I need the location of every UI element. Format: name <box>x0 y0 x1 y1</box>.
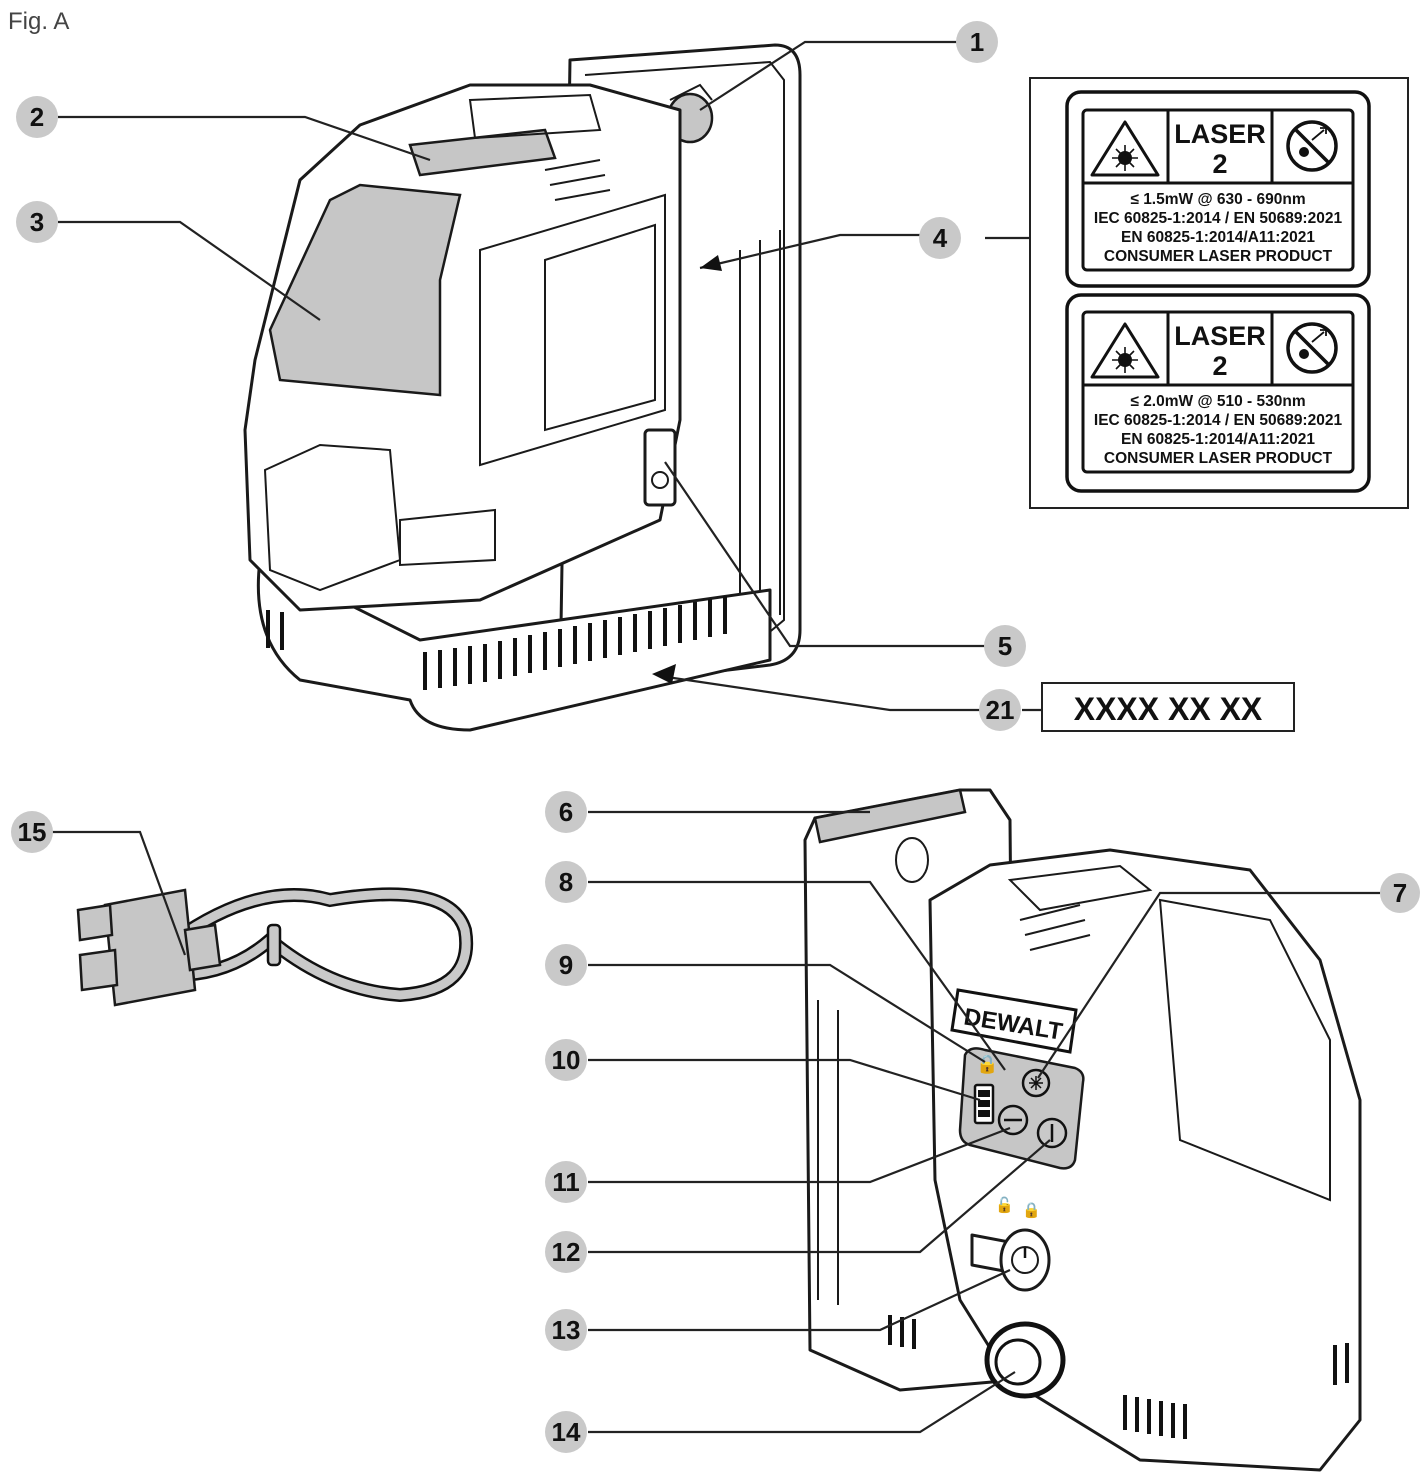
label-2-class-line2: 2 <box>1212 351 1227 381</box>
svg-text:21: 21 <box>986 695 1015 725</box>
callout-6: 6 <box>545 791 587 833</box>
callout-3: 3 <box>16 201 58 243</box>
svg-text:9: 9 <box>559 950 573 980</box>
callout-11: 11 <box>545 1161 587 1203</box>
magnet-top <box>813 788 967 844</box>
laser-unit-front-view <box>243 43 802 732</box>
callout-markers: 1 2 3 4 5 6 7 8 9 10 11 12 13 14 15 21 <box>11 21 1420 1453</box>
svg-text:6: 6 <box>559 797 573 827</box>
callout-1: 1 <box>956 21 998 63</box>
lock-icon: 🔒 <box>1022 1202 1041 1219</box>
label-1-power: ≤ 1.5mW @ 630 - 690nm <box>1130 191 1305 208</box>
warning-label-2: LASER 2 ≤ 2.0mW @ 510 - 530nm IEC 60825-… <box>1065 293 1371 493</box>
svg-text:10: 10 <box>552 1045 581 1075</box>
callout-5: 5 <box>984 625 1026 667</box>
laser-unit-rear-view: DEWALT 🔒 🔓 🔒 <box>803 788 1362 1472</box>
warning-label-panel: LASER 2 ≤ 1.5mW @ 630 - 690nm IEC 60825-… <box>1029 77 1409 509</box>
svg-text:2: 2 <box>30 102 44 132</box>
callout-10: 10 <box>545 1039 587 1081</box>
callout-12: 12 <box>545 1231 587 1273</box>
svg-text:8: 8 <box>559 867 573 897</box>
do-not-stare-icon <box>1286 322 1338 374</box>
callout-7: 7 <box>1380 873 1420 913</box>
label-2-standard-1: IEC 60825-1:2014 / EN 50689:2021 <box>1094 412 1343 429</box>
laser-warning-icon <box>1090 322 1160 379</box>
callout-14: 14 <box>545 1411 587 1453</box>
base-grille <box>266 596 727 690</box>
figure-title: Fig. A <box>8 8 70 35</box>
usb-cable-icon <box>76 887 474 1007</box>
callout-21: 21 <box>979 689 1021 731</box>
laser-window-front <box>268 183 462 397</box>
fine-adjust-knob[interactable] <box>984 1321 1066 1399</box>
date-code-box: XXXX XX XX <box>1041 682 1295 732</box>
leader-lines <box>40 40 1380 1434</box>
callout-9: 9 <box>545 944 587 986</box>
label-1-class-line1: LASER <box>1174 119 1266 149</box>
svg-text:15: 15 <box>18 817 47 847</box>
callout-8: 8 <box>545 861 587 903</box>
callout-4: 4 <box>919 217 961 259</box>
base-grille-rear <box>888 1315 1349 1439</box>
svg-text:4: 4 <box>933 223 948 253</box>
svg-text:11: 11 <box>552 1167 580 1197</box>
do-not-stare-icon <box>1286 120 1338 172</box>
label-2-power: ≤ 2.0mW @ 510 - 530nm <box>1130 393 1305 410</box>
warning-label-1: LASER 2 ≤ 1.5mW @ 630 - 690nm IEC 60825-… <box>1065 90 1371 288</box>
label-2-standard-2: EN 60825-1:2014/A11:2021 <box>1121 431 1315 448</box>
unlock-icon: 🔓 <box>995 1196 1014 1214</box>
callout-15: 15 <box>11 811 53 853</box>
usb-port <box>643 428 677 507</box>
callout-2: 2 <box>16 96 58 138</box>
label-1-standard-1: IEC 60825-1:2014 / EN 50689:2021 <box>1094 210 1343 227</box>
power-button-icon[interactable] <box>970 1228 1051 1292</box>
label-1-standard-2: EN 60825-1:2014/A11:2021 <box>1121 229 1315 246</box>
svg-text:12: 12 <box>552 1237 581 1267</box>
callout-13: 13 <box>545 1309 587 1351</box>
date-code: XXXX XX XX <box>1074 691 1263 727</box>
svg-text:1: 1 <box>970 27 984 57</box>
battery-icon <box>973 1083 995 1125</box>
label-1-class-line2: 2 <box>1212 149 1227 179</box>
svg-text:14: 14 <box>552 1417 581 1447</box>
svg-text:13: 13 <box>552 1315 581 1345</box>
label-2-class-line1: LASER <box>1174 321 1266 351</box>
label-1-product: CONSUMER LASER PRODUCT <box>1104 248 1333 265</box>
laser-warning-icon <box>1090 120 1160 177</box>
label-2-product: CONSUMER LASER PRODUCT <box>1104 450 1333 467</box>
svg-text:3: 3 <box>30 207 44 237</box>
svg-text:5: 5 <box>998 631 1012 661</box>
laser-window-top <box>408 128 557 177</box>
svg-text:7: 7 <box>1393 878 1407 908</box>
